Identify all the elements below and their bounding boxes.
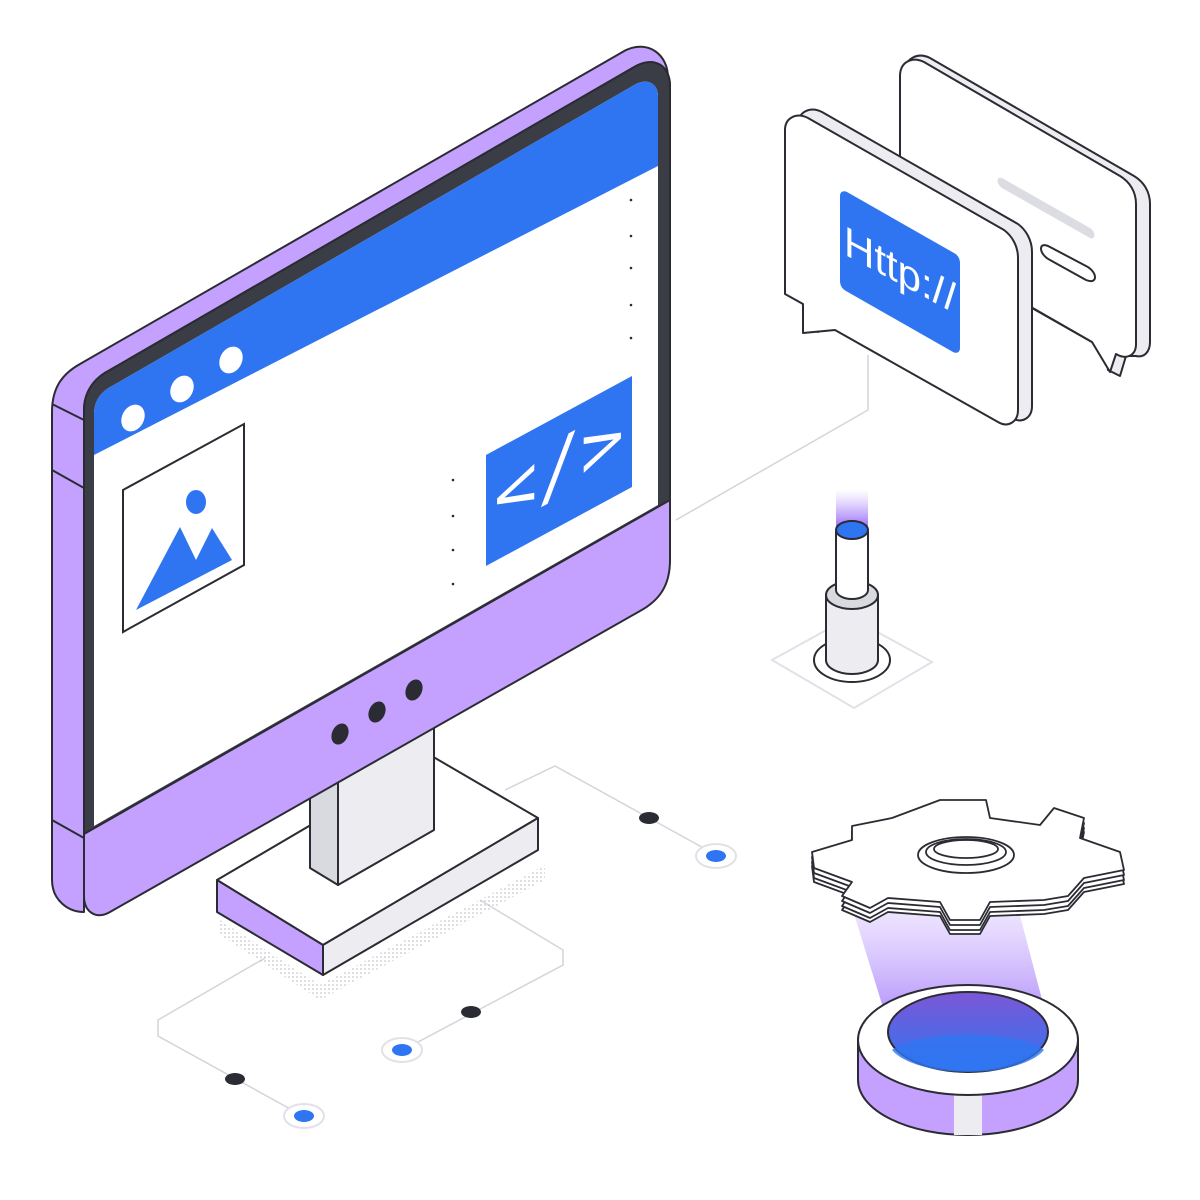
screen-dotted-guides <box>451 198 633 586</box>
dark-node-dot <box>225 1073 245 1085</box>
window-dot-icon <box>170 375 194 403</box>
base-front-right <box>322 817 539 976</box>
http-chat-bubble: Http:// <box>784 108 1033 426</box>
window-dot-icon <box>121 404 145 432</box>
dark-node-dot <box>461 1006 481 1018</box>
http-badge <box>840 191 960 353</box>
side-highlight <box>51 469 85 489</box>
beacon-device <box>769 490 935 710</box>
bezel-dot-icon <box>368 701 386 723</box>
bezel-dot-icon <box>405 679 423 701</box>
node-dots <box>225 812 737 1129</box>
bezel-dot-icon <box>331 723 349 745</box>
gear-projector <box>811 799 1125 1136</box>
beacon-lens <box>835 520 869 540</box>
window-dot-icon <box>219 346 243 374</box>
bezel-buttons <box>331 679 423 745</box>
monitor-screen <box>94 81 658 826</box>
dark-node-dot <box>639 812 659 824</box>
connector-lines <box>157 355 869 1117</box>
code-badge: </> <box>486 376 632 566</box>
text-lines-icon <box>997 177 1096 283</box>
monitor <box>51 45 671 917</box>
window-controls <box>121 346 243 432</box>
monitor-side <box>51 45 669 913</box>
image-placeholder <box>122 422 245 634</box>
secondary-chat-bubble <box>899 54 1151 377</box>
gear-icon <box>811 799 1125 935</box>
image-icon <box>136 490 232 610</box>
